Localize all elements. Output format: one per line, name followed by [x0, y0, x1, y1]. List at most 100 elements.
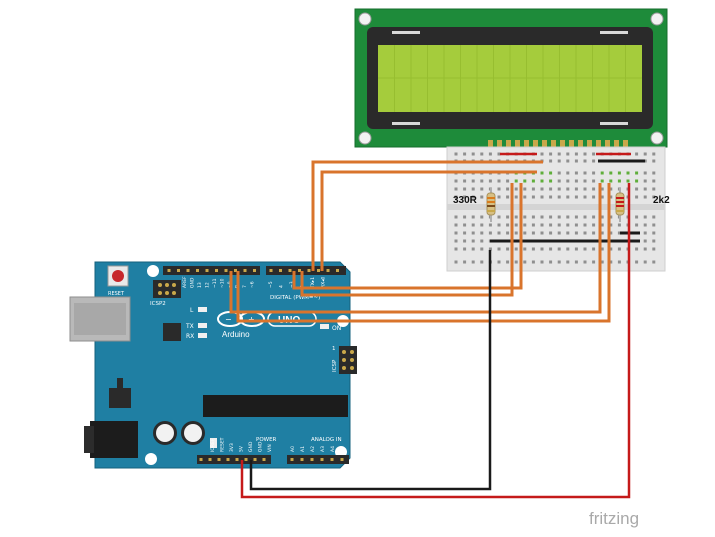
lcd-header-pin [515, 140, 520, 147]
lcd-header-pin [578, 140, 583, 147]
breadboard-hole [600, 171, 604, 175]
digital-header-right [266, 266, 346, 275]
analog-label: ANALOG IN [311, 437, 342, 443]
lcd-module [354, 8, 668, 148]
breadboard-hole [497, 152, 501, 156]
breadboard-hole [557, 231, 561, 235]
breadboard-hole [557, 247, 561, 251]
breadboard-hole [463, 260, 467, 264]
breadboard-hole [557, 260, 561, 264]
svg-text:−: − [225, 315, 232, 324]
breadboard-hole [652, 260, 656, 264]
breadboard-hole [531, 179, 535, 183]
digital-pin-label: ~11 [212, 278, 218, 288]
breadboard-hole [523, 195, 527, 199]
breadboard-hole [531, 187, 535, 191]
breadboard-hole [506, 223, 510, 227]
breadboard-hole [480, 187, 484, 191]
breadboard-hole [463, 215, 467, 219]
breadboard-hole [643, 159, 647, 163]
breadboard-hole [549, 231, 553, 235]
header-pin [288, 269, 292, 272]
label-330r: 330R [453, 195, 478, 206]
breadboard-hole [463, 231, 467, 235]
breadboard-hole [540, 171, 544, 175]
breadboard-hole [497, 187, 501, 191]
header-pin [167, 269, 171, 272]
capacitor-2 [181, 421, 205, 445]
breadboard-hole [592, 260, 596, 264]
breadboard-hole [471, 239, 475, 243]
arduino-mount-hole [147, 265, 159, 277]
breadboard-hole [497, 215, 501, 219]
wire-signal-6 [236, 183, 611, 323]
label-2k2: 2k2 [653, 195, 670, 206]
header-pin [196, 269, 199, 272]
breadboard-hole [566, 231, 570, 235]
fritzing-watermark: fritzing [589, 509, 639, 528]
header-pin [290, 458, 294, 461]
arduino-mount-hole [145, 453, 157, 465]
lcd-mount-hole-tr [650, 12, 664, 26]
power-pin-label: GND [258, 441, 264, 452]
power-pin-label: GND [248, 441, 254, 452]
breadboard-hole [506, 179, 510, 183]
breadboard-hole [540, 152, 544, 156]
digital-pin-label: GND [190, 277, 196, 288]
breadboard-hole [574, 179, 578, 183]
breadboard-hole [549, 260, 553, 264]
breadboard-hole [471, 215, 475, 219]
breadboard-hole [635, 171, 639, 175]
header-pin [317, 269, 320, 272]
breadboard-hole [600, 215, 604, 219]
breadboard-hole [592, 195, 596, 199]
header-pin [215, 269, 218, 272]
breadboard-hole [574, 195, 578, 199]
breadboard-hole [574, 159, 578, 163]
breadboard-hole [480, 247, 484, 251]
breadboard-hole [549, 223, 553, 227]
breadboard-hole [540, 231, 544, 235]
analog-pin-label: A3 [320, 446, 326, 452]
breadboard-hole [643, 179, 647, 183]
breadboard-hole [514, 247, 518, 251]
lcd-header-pin [605, 140, 610, 147]
bottom-header-pins [199, 458, 344, 461]
lcd-header-pin [614, 140, 619, 147]
breadboard-hole [514, 260, 518, 264]
breadboard-hole [566, 171, 570, 175]
icsp2-label: ICSP2 [150, 301, 166, 307]
breadboard-hole [480, 239, 484, 243]
digital-pin-label: ~6 [250, 281, 256, 288]
lcd-header-pin [497, 140, 502, 147]
breadboard-hole [463, 152, 467, 156]
breadboard-hole [506, 187, 510, 191]
analog-pin-label: A1 [300, 446, 306, 452]
breadboard-hole [471, 223, 475, 227]
breadboard-hole [531, 260, 535, 264]
breadboard-hole [506, 247, 510, 251]
resistor-330r [486, 188, 496, 222]
breadboard-hole [497, 195, 501, 199]
reset-button-cap[interactable] [112, 270, 124, 282]
power-pin-label: RESET [220, 437, 226, 452]
lcd-mount-hole-tl [358, 12, 372, 26]
breadboard-hole [592, 247, 596, 251]
breadboard-hole [523, 231, 527, 235]
breadboard-hole [652, 171, 656, 175]
breadboard-hole [583, 247, 587, 251]
breadboard-hole [488, 152, 492, 156]
breadboard-hole [549, 187, 553, 191]
breadboard-hole [471, 152, 475, 156]
breadboard-hole [506, 195, 510, 199]
breadboard-hole [635, 260, 639, 264]
breadboard-hole [583, 187, 587, 191]
digital-pin-label: 7 [242, 285, 248, 288]
breadboard-hole [514, 231, 518, 235]
breadboard-hole [652, 179, 656, 183]
wires [229, 160, 631, 499]
digital-header-left [163, 266, 260, 275]
breadboard-hole [617, 260, 621, 264]
